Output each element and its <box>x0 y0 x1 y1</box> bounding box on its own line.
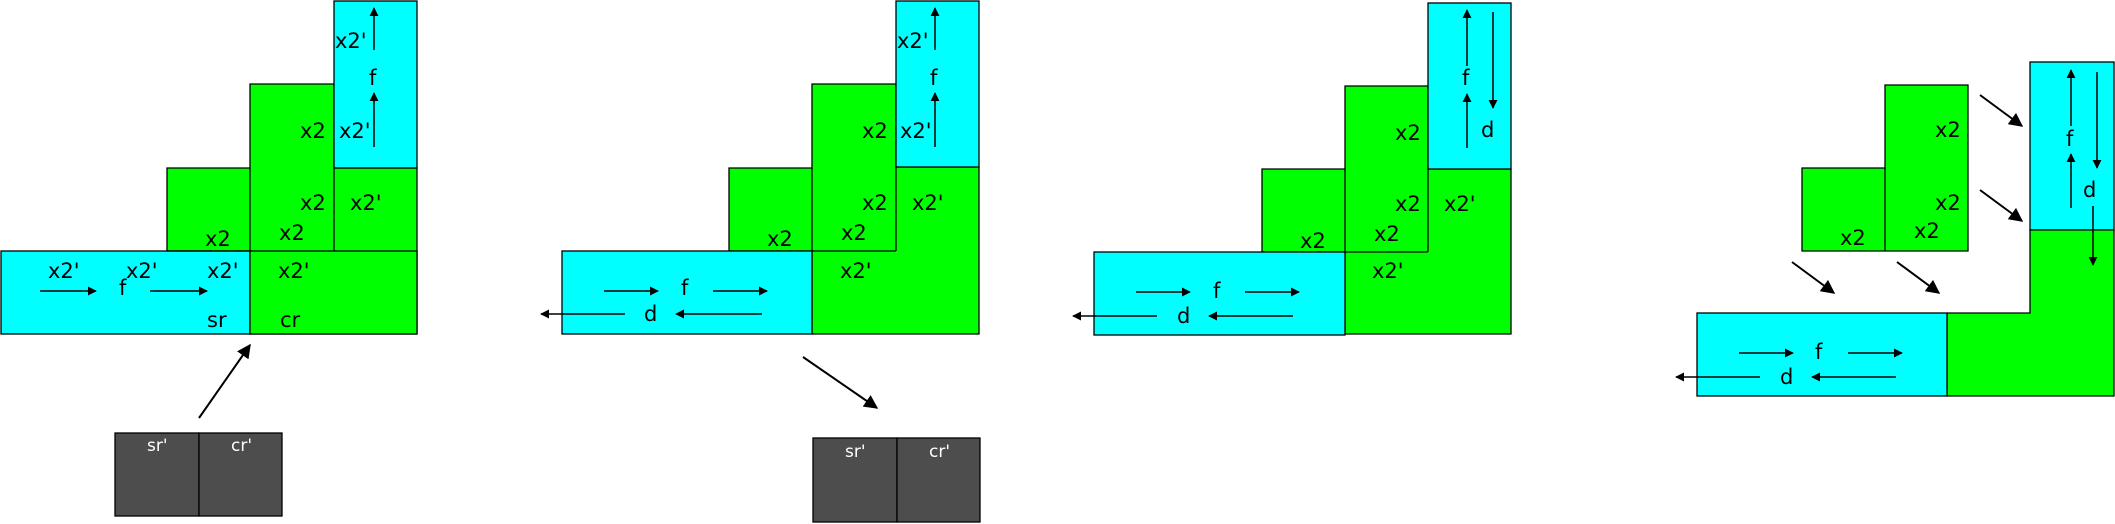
x2-prime-label: x2' <box>897 29 929 53</box>
f-label: f <box>119 276 127 300</box>
sr-prime-label: sr' <box>845 442 866 462</box>
x2-label: x2 <box>1840 226 1866 250</box>
insert-arrow <box>198 343 251 419</box>
x2-prime-label: x2' <box>339 119 371 143</box>
cyan-vertical-block <box>333 0 418 169</box>
d-label: d <box>1481 118 1494 142</box>
cyan-vertical-block <box>895 0 980 168</box>
f-label: f <box>1815 340 1823 364</box>
d-label: d <box>1177 304 1190 328</box>
sr-label: sr <box>207 308 227 332</box>
cyan-horizontal-block <box>1696 312 1948 397</box>
extract-arrow <box>802 356 879 409</box>
x2-label: x2 <box>862 191 888 215</box>
x2-prime-label: x2' <box>1372 259 1404 283</box>
x2-prime-label: x2' <box>912 191 944 215</box>
cr-prime-label: cr' <box>929 442 950 462</box>
x2-prime-label: x2' <box>350 191 382 215</box>
x2-prime-label: x2' <box>1444 192 1476 216</box>
shift-arrow <box>1791 261 1836 294</box>
stage-3: x2 x2 x2 x2 x2' x2' f d f d <box>1072 2 1512 336</box>
d-label: d <box>1780 365 1793 389</box>
f-label: f <box>1213 279 1221 303</box>
shift-arrow <box>1896 261 1941 294</box>
x2-label: x2 <box>1914 219 1940 243</box>
cr-prime-label: cr' <box>231 436 252 456</box>
sr-prime-cell <box>114 432 200 517</box>
x2-label: x2 <box>300 119 326 143</box>
f-label: f <box>2066 127 2074 151</box>
x2-label: x2 <box>841 221 867 245</box>
cyan-vertical-block <box>1427 2 1512 170</box>
x2-label: x2 <box>1935 191 1961 215</box>
x2-prime-label: x2' <box>126 259 158 283</box>
f-label: f <box>930 66 938 90</box>
shift-arrow <box>1979 189 2024 222</box>
x2-label: x2 <box>862 119 888 143</box>
f-label: f <box>1462 66 1470 90</box>
cyan-horizontal-block <box>1093 251 1346 336</box>
x2-label: x2 <box>1935 118 1961 142</box>
cr-label: cr <box>280 308 301 332</box>
cr-cell <box>249 250 418 335</box>
x2-label: x2 <box>1395 192 1421 216</box>
x2-prime-label: x2' <box>48 259 80 283</box>
f-label: f <box>681 276 689 300</box>
x2-prime-label: x2' <box>840 259 872 283</box>
cr-prime-cell <box>896 437 981 523</box>
green-corner-block <box>1946 229 2115 397</box>
x2-label: x2 <box>279 221 305 245</box>
cr-prime-cell <box>198 432 283 517</box>
x2-prime-label: x2' <box>335 29 367 53</box>
x2-label: x2 <box>205 227 231 251</box>
sr-prime-label: sr' <box>147 436 168 456</box>
x2-label: x2 <box>1395 121 1421 145</box>
f-label: f <box>369 66 377 90</box>
cyan-horizontal-block <box>561 250 813 335</box>
shift-arrow <box>1979 94 2024 127</box>
x2-prime-label: x2' <box>900 119 932 143</box>
sr-prime-cell <box>812 437 898 523</box>
d-label: d <box>2083 178 2096 202</box>
x2-prime-label: x2' <box>207 259 239 283</box>
stage-4: x2 x2 x2 x2 f d f d <box>1675 61 2115 397</box>
x2-label: x2 <box>1300 229 1326 253</box>
d-label: d <box>644 302 657 326</box>
x2-prime-label: x2' <box>278 259 310 283</box>
x2-label: x2 <box>300 191 326 215</box>
cyan-vertical-block <box>2029 61 2115 231</box>
stage-1: x2 x2 x2 x2 x2' x2' x2' x2' x2' x2' x2' … <box>0 0 418 517</box>
x2-label: x2 <box>1374 222 1400 246</box>
x2-label: x2 <box>767 227 793 251</box>
cyan-horizontal-block <box>0 250 251 335</box>
stage-2: x2 x2 x2 x2 x2' x2' x2' x2' f f d sr' cr… <box>540 0 981 523</box>
